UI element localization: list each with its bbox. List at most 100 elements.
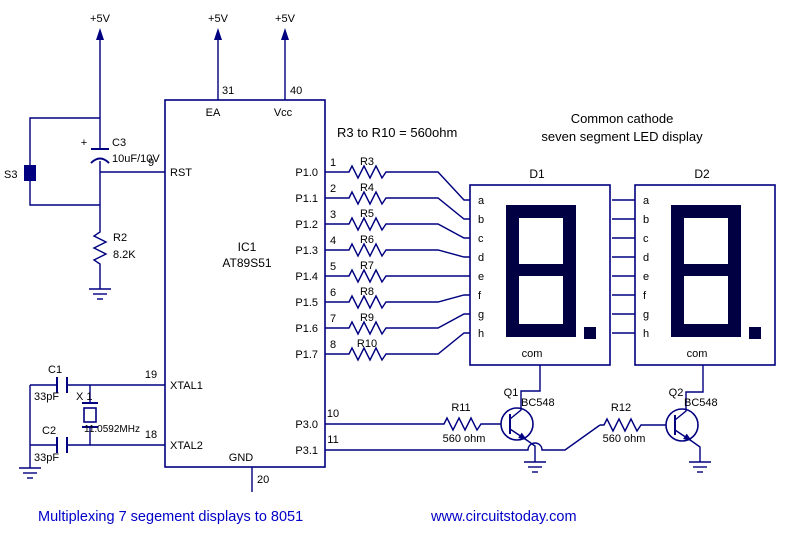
ic-reference: IC1 — [238, 240, 257, 254]
ground-icon — [523, 461, 547, 473]
power-wires — [99, 36, 286, 149]
c3-label: C3 — [112, 137, 126, 149]
r10-label: R10 — [357, 338, 377, 350]
ic-body — [164, 99, 326, 468]
q2-emitter-wire — [674, 429, 701, 462]
d2-seg-d: d — [643, 252, 649, 264]
q2-part: BC548 — [684, 397, 718, 409]
pin-p12-label: P1.2 — [295, 219, 318, 231]
power-arrow-icon — [96, 28, 104, 40]
ic-part-number: AT89S51 — [222, 256, 271, 270]
pin7-number: 7 — [330, 313, 336, 325]
pin-vcc-label: Vcc — [274, 107, 293, 119]
resistor-note: R3 to R10 = 560ohm — [337, 125, 457, 140]
r4-label: R4 — [360, 182, 374, 194]
switch-s3-label: S3 — [4, 169, 17, 181]
r8-label: R8 — [360, 286, 374, 298]
d2-seg-e: e — [643, 271, 649, 283]
d1-com-label: com — [522, 348, 543, 360]
d1-label: D1 — [529, 167, 545, 181]
d2-com-label: com — [687, 348, 708, 360]
ground-icon — [688, 461, 712, 473]
q2-emitter-arrow-icon — [683, 433, 692, 441]
pin-p17-label: P1.7 — [295, 349, 318, 361]
pin-xtal2-label: XTAL2 — [170, 440, 203, 452]
x1-value: 11.0592MHz — [84, 424, 140, 435]
pin8-number: 8 — [330, 339, 336, 351]
q2-collector-wire — [674, 365, 704, 421]
pin-ea-label: EA — [206, 107, 221, 119]
pin-p15-label: P1.5 — [295, 297, 318, 309]
reset-circuit: S3 + C3 10uF/10V R2 8.2K — [4, 117, 165, 300]
q1-part: BC548 — [521, 397, 555, 409]
pin-p16-label: P1.6 — [295, 323, 318, 335]
pushbutton-switch-icon — [24, 165, 36, 181]
r9-label: R9 — [360, 312, 374, 324]
d2-segment-stubs — [612, 199, 635, 334]
crystal-wires — [29, 384, 165, 468]
pin4-number: 4 — [330, 235, 336, 247]
pin-p11-label: P1.1 — [295, 193, 318, 205]
r11-value: 560 ohm — [443, 433, 486, 445]
seven-segment-display-d1: D1 a b c d e f g h com — [469, 167, 611, 366]
pin31-number: 31 — [222, 85, 234, 97]
reset-wires — [29, 117, 165, 289]
c2-value: 33pF — [34, 452, 59, 464]
pin1-number: 1 — [330, 157, 336, 169]
ic-at89s51: 31 EA 40 Vcc 9 RST 19 XTAL1 18 XTAL2 IC1… — [145, 85, 326, 492]
d1-seg-b: b — [478, 214, 484, 226]
d1-seg-e: e — [478, 271, 484, 283]
pin-rst-label: RST — [170, 167, 192, 179]
r2-value: 8.2K — [113, 249, 136, 261]
pin-p14-label: P1.4 — [295, 271, 318, 283]
seven-segment-display-d2: D2 a b c d e f g h com — [612, 167, 776, 366]
crystal-circuit: C1 33pF X 1 11.0592MHz C2 33pF — [18, 364, 165, 479]
pin6-number: 6 — [330, 287, 336, 299]
d1-seg-c: c — [478, 233, 484, 245]
q1-collector-wire — [509, 365, 541, 420]
c1-value: 33pF — [34, 391, 59, 403]
r7-label: R7 — [360, 260, 374, 272]
d2-seg-b: b — [643, 214, 649, 226]
q1-emitter-arrow-icon — [518, 432, 527, 440]
power-arrow-icon — [281, 28, 289, 40]
display-heading-line1: Common cathode — [571, 111, 674, 126]
pin9-number: 9 — [148, 157, 154, 169]
plus5v-label-3: +5V — [275, 13, 296, 25]
q1-label: Q1 — [504, 387, 519, 399]
crystal-x1-icon — [83, 407, 97, 423]
x1-label: X 1 — [76, 391, 93, 403]
resistor-r11-icon — [439, 417, 486, 431]
r11-label: R11 — [451, 402, 470, 414]
ground-icon — [88, 288, 112, 300]
c3-polarity-label: + — [81, 137, 87, 149]
pin-p10-label: P1.0 — [295, 167, 318, 179]
power-rails: +5V +5V +5V — [90, 13, 296, 149]
r6-label: R6 — [360, 234, 374, 246]
c1-label: C1 — [48, 364, 62, 376]
display-heading-line2: seven segment LED display — [541, 129, 703, 144]
r12-label: R12 — [611, 402, 631, 414]
resistor-r12-icon — [599, 418, 646, 432]
capacitor-c2-plates — [56, 437, 68, 453]
pin3-number: 3 — [330, 209, 336, 221]
d2-seg-h: h — [643, 328, 649, 340]
pin-p31-label: P3.1 — [295, 445, 318, 457]
d2-label: D2 — [694, 167, 710, 181]
d2-seg-f: f — [643, 290, 647, 302]
d1-seg-g: g — [478, 309, 484, 321]
pin-p13-label: P1.3 — [295, 245, 318, 257]
pin5-number: 5 — [330, 261, 336, 273]
d2-seg-c: c — [643, 233, 649, 245]
c2-label: C2 — [42, 425, 56, 437]
segment-resistor-network: R3 to R10 = 560ohm 1 2 3 4 5 6 7 8 P1.0 … — [295, 125, 470, 361]
website-link: www.circuitstoday.com — [430, 509, 577, 525]
d1-seg-a: a — [478, 195, 485, 207]
pin-xtal1-label: XTAL1 — [170, 380, 203, 392]
r2-label: R2 — [113, 232, 127, 244]
capacitor-c1-plates — [56, 377, 68, 393]
plus5v-label-2: +5V — [208, 13, 229, 25]
d1-seg-d: d — [478, 252, 484, 264]
d1-seg-h: h — [478, 328, 484, 340]
